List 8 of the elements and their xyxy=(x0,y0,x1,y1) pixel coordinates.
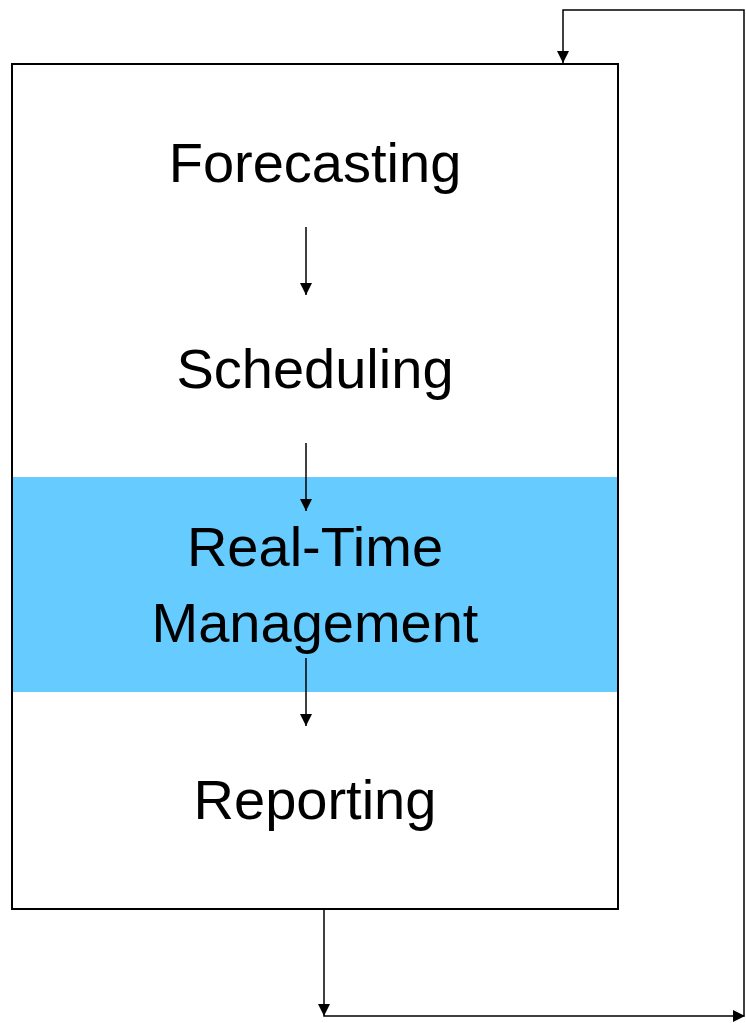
process-box xyxy=(11,63,619,263)
step-label: Forecasting xyxy=(168,130,462,197)
step-label: Reporting xyxy=(193,767,437,834)
process-box xyxy=(11,692,619,910)
process-box xyxy=(11,477,619,694)
process-box xyxy=(11,261,619,479)
step-label: Scheduling xyxy=(176,336,454,403)
step-label: Real-Time Management xyxy=(150,513,480,656)
